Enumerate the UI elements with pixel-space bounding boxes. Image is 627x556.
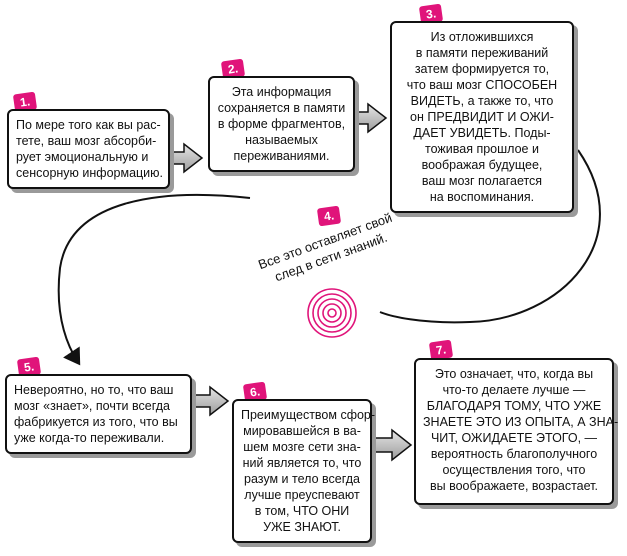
step-1-text: тете, ваш мозг абсорби-: [16, 134, 157, 148]
step-5-text: Невероятно, но то, что ваш: [14, 383, 174, 397]
arrow-6-to-7: [371, 428, 413, 462]
step-3-text: на воспоминания.: [429, 190, 535, 204]
step-7-text: осуществления того, что: [442, 463, 586, 477]
step-7-text: что-то делаете лучше —: [442, 383, 586, 397]
arrow-5-to-6: [191, 385, 230, 417]
step-6-text: лучше преуспевают: [244, 488, 360, 502]
step-3-text: затем формируется то,: [414, 62, 550, 76]
step-2-text: сохраняется в памяти: [217, 101, 346, 115]
step-7-text: ЧИТ, ОЖИДАЕТЕ ЭТОГО, —: [430, 431, 598, 445]
step-2-box: Эта информация сохраняется в памяти в фо…: [208, 76, 355, 172]
step-1-text: сенсорную информацию.: [16, 166, 164, 180]
step-2-text: называемых: [245, 133, 318, 147]
step-1-box: По мере того как вы рас- тете, ваш мозг …: [7, 109, 170, 189]
step-7-text: вероятность благополучного: [430, 447, 598, 461]
flow-loop-line: [379, 149, 601, 324]
step-5-text: мозг «знает», почти всегда: [14, 399, 170, 413]
step-3-text: он ПРЕДВИДИТ И ОЖИ-: [410, 110, 554, 124]
step-3-text: ДАЕТ УВИДЕТЬ. Поды-: [413, 126, 551, 140]
step-5-text: фабрикуется из того, что вы: [14, 415, 178, 429]
step-7-text: вы воображаете, возрастает.: [430, 479, 598, 493]
step-1-text: По мере того как вы рас-: [16, 118, 161, 132]
step-2-text: переживаниями.: [233, 149, 330, 163]
step-5-text: уже когда-то переживали.: [14, 431, 165, 445]
step-2-text: в форме фрагментов,: [217, 117, 346, 131]
step-3-text: ВИДЕТЬ, а также то, что: [410, 94, 554, 108]
step-1-text: рует эмоциональную и: [16, 150, 149, 164]
step-3-text: что ваш мозг СПОСОБЕН: [406, 78, 558, 92]
arrow-1-to-2: [165, 142, 204, 174]
step-7-text: БЛАГОДАРЯ ТОМУ, ЧТО УЖЕ: [426, 399, 602, 413]
step-6-text: в том, ЧТО ОНИ: [254, 504, 350, 518]
step-6-text: УЖЕ ЗНАЮТ.: [263, 520, 341, 534]
arrow-2-to-3: [349, 102, 388, 134]
step-6-text: разум и тело всегда: [244, 472, 360, 486]
step-3-text: в памяти переживаний: [415, 46, 549, 60]
step-5-box: Невероятно, но то, что ваш мозг «знает»,…: [5, 374, 192, 454]
step-3-text: тоживая прошлое и: [425, 142, 539, 156]
step-7-text: Это означает, что, когда вы: [434, 367, 594, 381]
step-6-box: Преимуществом сфор- мировавшейся в ва- ш…: [232, 399, 376, 543]
step-6-text: мировавшейся в ва-: [243, 424, 361, 438]
step-6-text: Преимуществом сфор-: [241, 408, 376, 422]
step-6-text: ний является то, что: [242, 456, 362, 470]
step-6-text: шем мозге сети зна-: [243, 440, 361, 454]
step-2-text: Эта информация: [231, 85, 332, 99]
step-3-text: Из отложившихся: [430, 30, 534, 44]
step-4-badge: 4.: [316, 205, 342, 227]
step-3-text: ваш мозг полагается: [421, 174, 543, 188]
step-3-text: воображая будущее,: [421, 158, 543, 172]
flow-curve-to-5: [57, 193, 251, 366]
step-7-box: Это означает, что, когда вы что-то делае…: [414, 358, 619, 505]
spiral-graphic: [307, 288, 357, 338]
step-7-text: ЗНАЕТЕ ЭТО ИЗ ОПЫТА, А ЗНА-: [423, 415, 619, 429]
step-3-box: Из отложившихся в памяти переживаний зат…: [390, 21, 574, 213]
